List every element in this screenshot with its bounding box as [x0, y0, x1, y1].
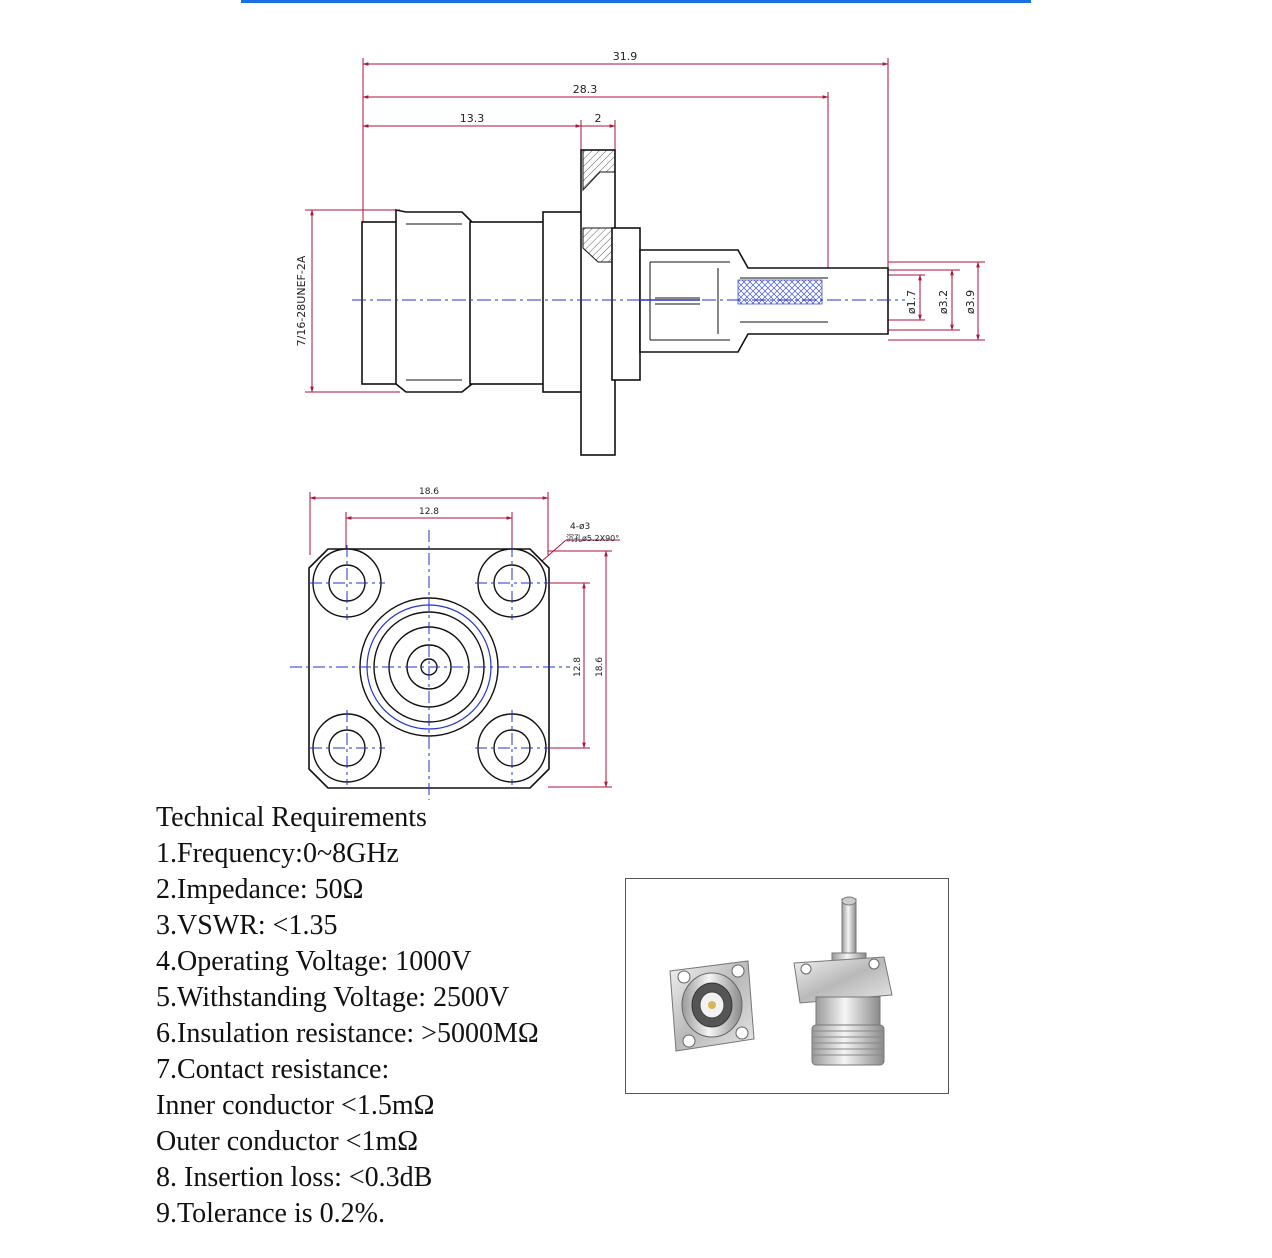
- dim-d2: ø3.2: [937, 290, 950, 314]
- dim-holes: 4-ø3: [570, 522, 590, 532]
- dim-v-pitch: 12.8: [573, 657, 583, 677]
- dim-countersink: 沉孔ø5.2X90°: [566, 534, 619, 543]
- requirement-item: Inner conductor <1.5mΩ: [156, 1090, 435, 1121]
- front-view: 18.6 12.8 4-ø3 沉孔ø5.2X90° 12.8 18.6: [290, 487, 620, 800]
- requirement-item: 4.Operating Voltage: 1000V: [156, 946, 472, 977]
- dim-flange: 2: [595, 112, 602, 125]
- connector-photo-illustration: [669, 896, 893, 1066]
- side-view: 31.9 28.3 13.3 2 7/16-28UNEF-2A ø1.7 ø3.…: [295, 50, 985, 456]
- dim-height: 18.6: [595, 657, 605, 677]
- dim-d3: ø3.9: [964, 290, 977, 314]
- technical-drawing: 31.9 28.3 13.3 2 7/16-28UNEF-2A ø1.7 ø3.…: [290, 50, 985, 800]
- requirement-item: 5.Withstanding Voltage: 2500V: [156, 982, 510, 1013]
- requirement-item: 9.Tolerance is 0.2%.: [156, 1198, 385, 1229]
- requirement-item: 7.Contact resistance:: [156, 1054, 390, 1085]
- technical-requirements: Technical Requirements 1.Frequency:0~8GH…: [156, 800, 626, 1232]
- dim-thread: 7/16-28UNEF-2A: [295, 255, 308, 346]
- requirement-item: 2.Impedance: 50Ω: [156, 874, 364, 905]
- dim-d1: ø1.7: [905, 290, 918, 314]
- requirement-item: 3.VSWR: <1.35: [156, 910, 338, 941]
- dim-overall: 31.9: [613, 50, 638, 63]
- dim-hole-pitch: 12.8: [419, 507, 439, 517]
- requirement-item: Outer conductor <1mΩ: [156, 1126, 419, 1157]
- dim-mid: 28.3: [573, 83, 598, 96]
- top-accent-bar: [241, 0, 1031, 3]
- product-photo: [625, 878, 949, 1094]
- requirement-item: 6.Insulation resistance: >5000MΩ: [156, 1018, 539, 1049]
- requirement-item: 8. Insertion loss: <0.3dB: [156, 1162, 433, 1193]
- requirement-item: 1.Frequency:0~8GHz: [156, 838, 399, 869]
- dim-to-flange: 13.3: [460, 112, 485, 125]
- requirements-title: Technical Requirements: [156, 802, 427, 833]
- dim-width: 18.6: [419, 487, 439, 497]
